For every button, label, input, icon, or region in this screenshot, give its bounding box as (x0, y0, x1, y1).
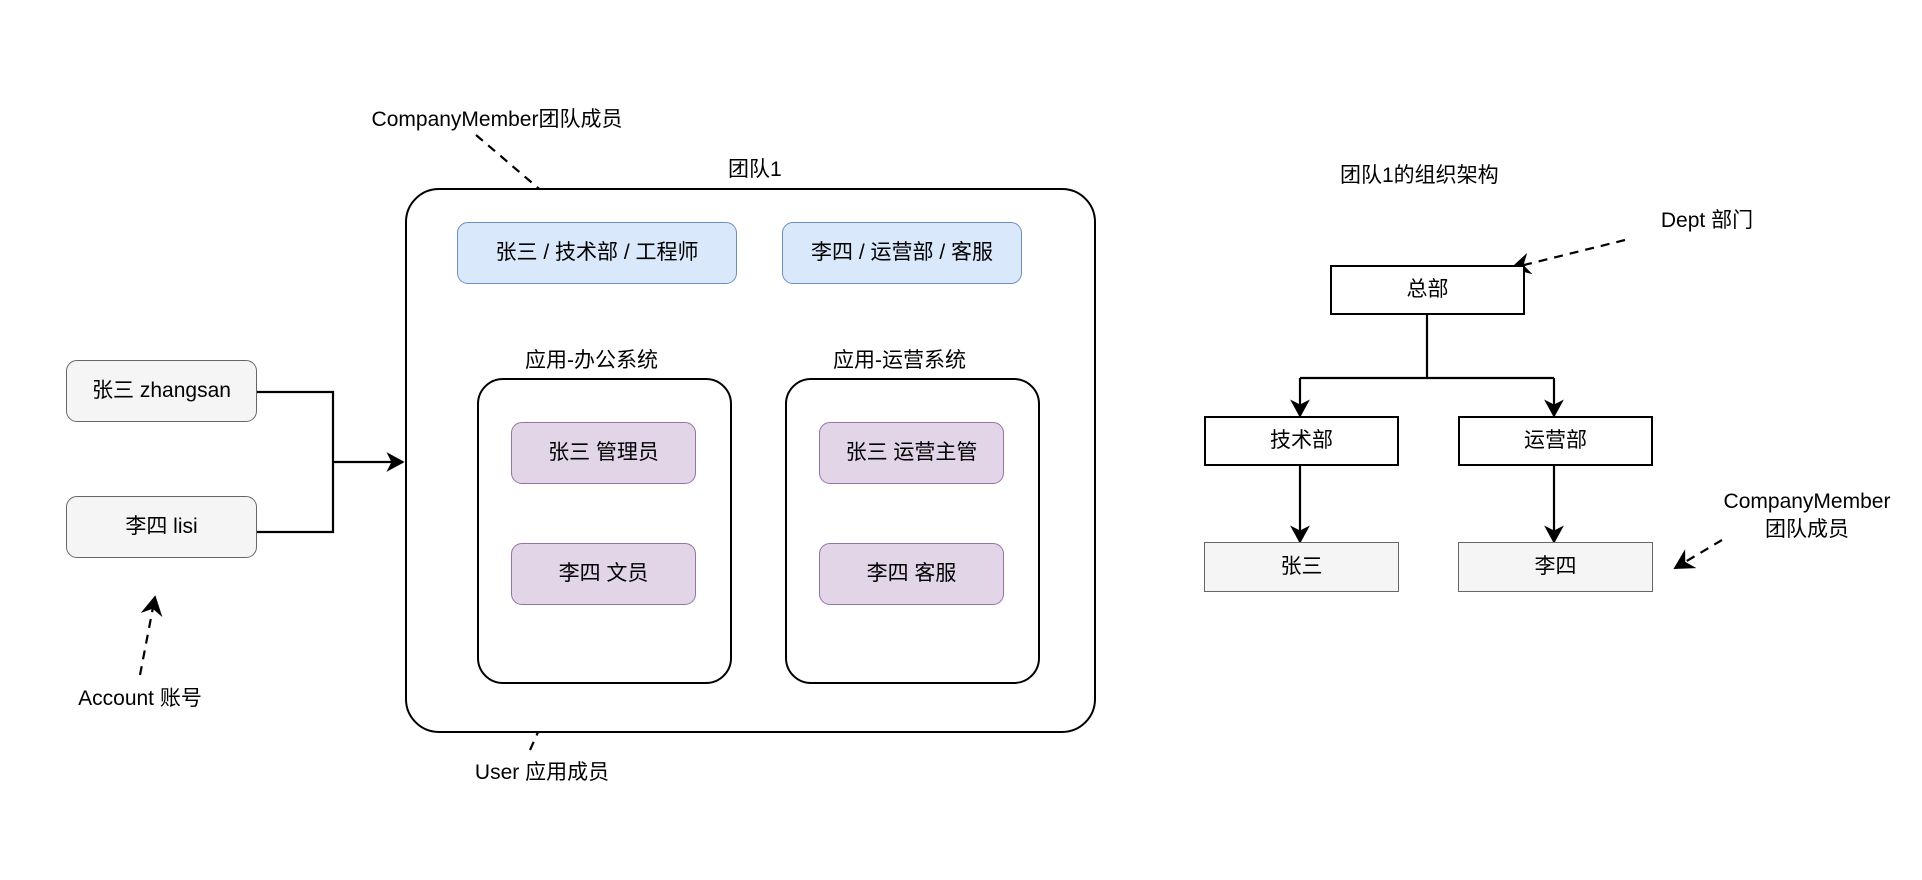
orgchart-title: 团队1的组织架构 (1340, 164, 1499, 187)
annotation-leader-account (138, 595, 163, 676)
annotation-dept: Dept 部门 (1660, 209, 1754, 232)
annotation-account: Account 账号 (78, 687, 202, 710)
app-user-label: 张三 管理员 (548, 440, 659, 464)
annotation-line-2: 团队成员 (1765, 518, 1849, 541)
orgchart-node-label: 运营部 (1524, 428, 1587, 452)
team-member-label: 张三 / 技术部 / 工程师 (495, 240, 699, 264)
orgchart-node-label: 张三 (1280, 554, 1323, 578)
orgchart-member-zhangsan[interactable]: 张三 (1204, 542, 1399, 592)
app-user-label: 李四 客服 (866, 561, 957, 585)
app-title-ops: 应用-运营系统 (833, 349, 966, 372)
app-user-chip-ops-zhangsan[interactable]: 张三 运营主管 (819, 422, 1004, 484)
app-title-office: 应用-办公系统 (525, 349, 658, 372)
app-user-chip-office-lisi[interactable]: 李四 文员 (511, 543, 696, 605)
annotation-company-member-right: CompanyMember 团队成员 (1692, 486, 1922, 546)
orgchart-node-label: 总部 (1406, 277, 1449, 301)
app-user-chip-office-zhangsan[interactable]: 张三 管理员 (511, 422, 696, 484)
team-member-chip-zhangsan[interactable]: 张三 / 技术部 / 工程师 (457, 222, 737, 284)
team-title: 团队1 (728, 158, 782, 181)
account-to-team-connector (257, 390, 405, 534)
app-user-label: 张三 运营主管 (845, 440, 978, 464)
orgchart-root-headquarters[interactable]: 总部 (1330, 265, 1525, 315)
annotation-company-member-left: CompanyMember团队成员 (371, 108, 623, 131)
app-user-chip-ops-lisi[interactable]: 李四 客服 (819, 543, 1004, 605)
annotation-user: User 应用成员 (474, 761, 610, 784)
orgchart-member-lisi[interactable]: 李四 (1458, 542, 1653, 592)
annotation-leader-dept (1510, 238, 1626, 275)
account-label: 张三 zhangsan (92, 378, 231, 402)
account-box-zhangsan[interactable]: 张三 zhangsan (66, 360, 257, 422)
app-user-label: 李四 文员 (558, 561, 649, 585)
team-member-chip-lisi[interactable]: 李四 / 运营部 / 客服 (782, 222, 1022, 284)
team-member-label: 李四 / 运营部 / 客服 (810, 240, 993, 264)
orgchart-dept-tech[interactable]: 技术部 (1204, 416, 1399, 466)
annotation-line-1: CompanyMember (1723, 490, 1891, 514)
account-box-lisi[interactable]: 李四 lisi (66, 496, 257, 558)
orgchart-dept-ops[interactable]: 运营部 (1458, 416, 1653, 466)
orgchart-node-label: 技术部 (1270, 428, 1333, 452)
orgchart-node-label: 李四 (1534, 554, 1577, 578)
account-label: 李四 lisi (125, 514, 198, 538)
